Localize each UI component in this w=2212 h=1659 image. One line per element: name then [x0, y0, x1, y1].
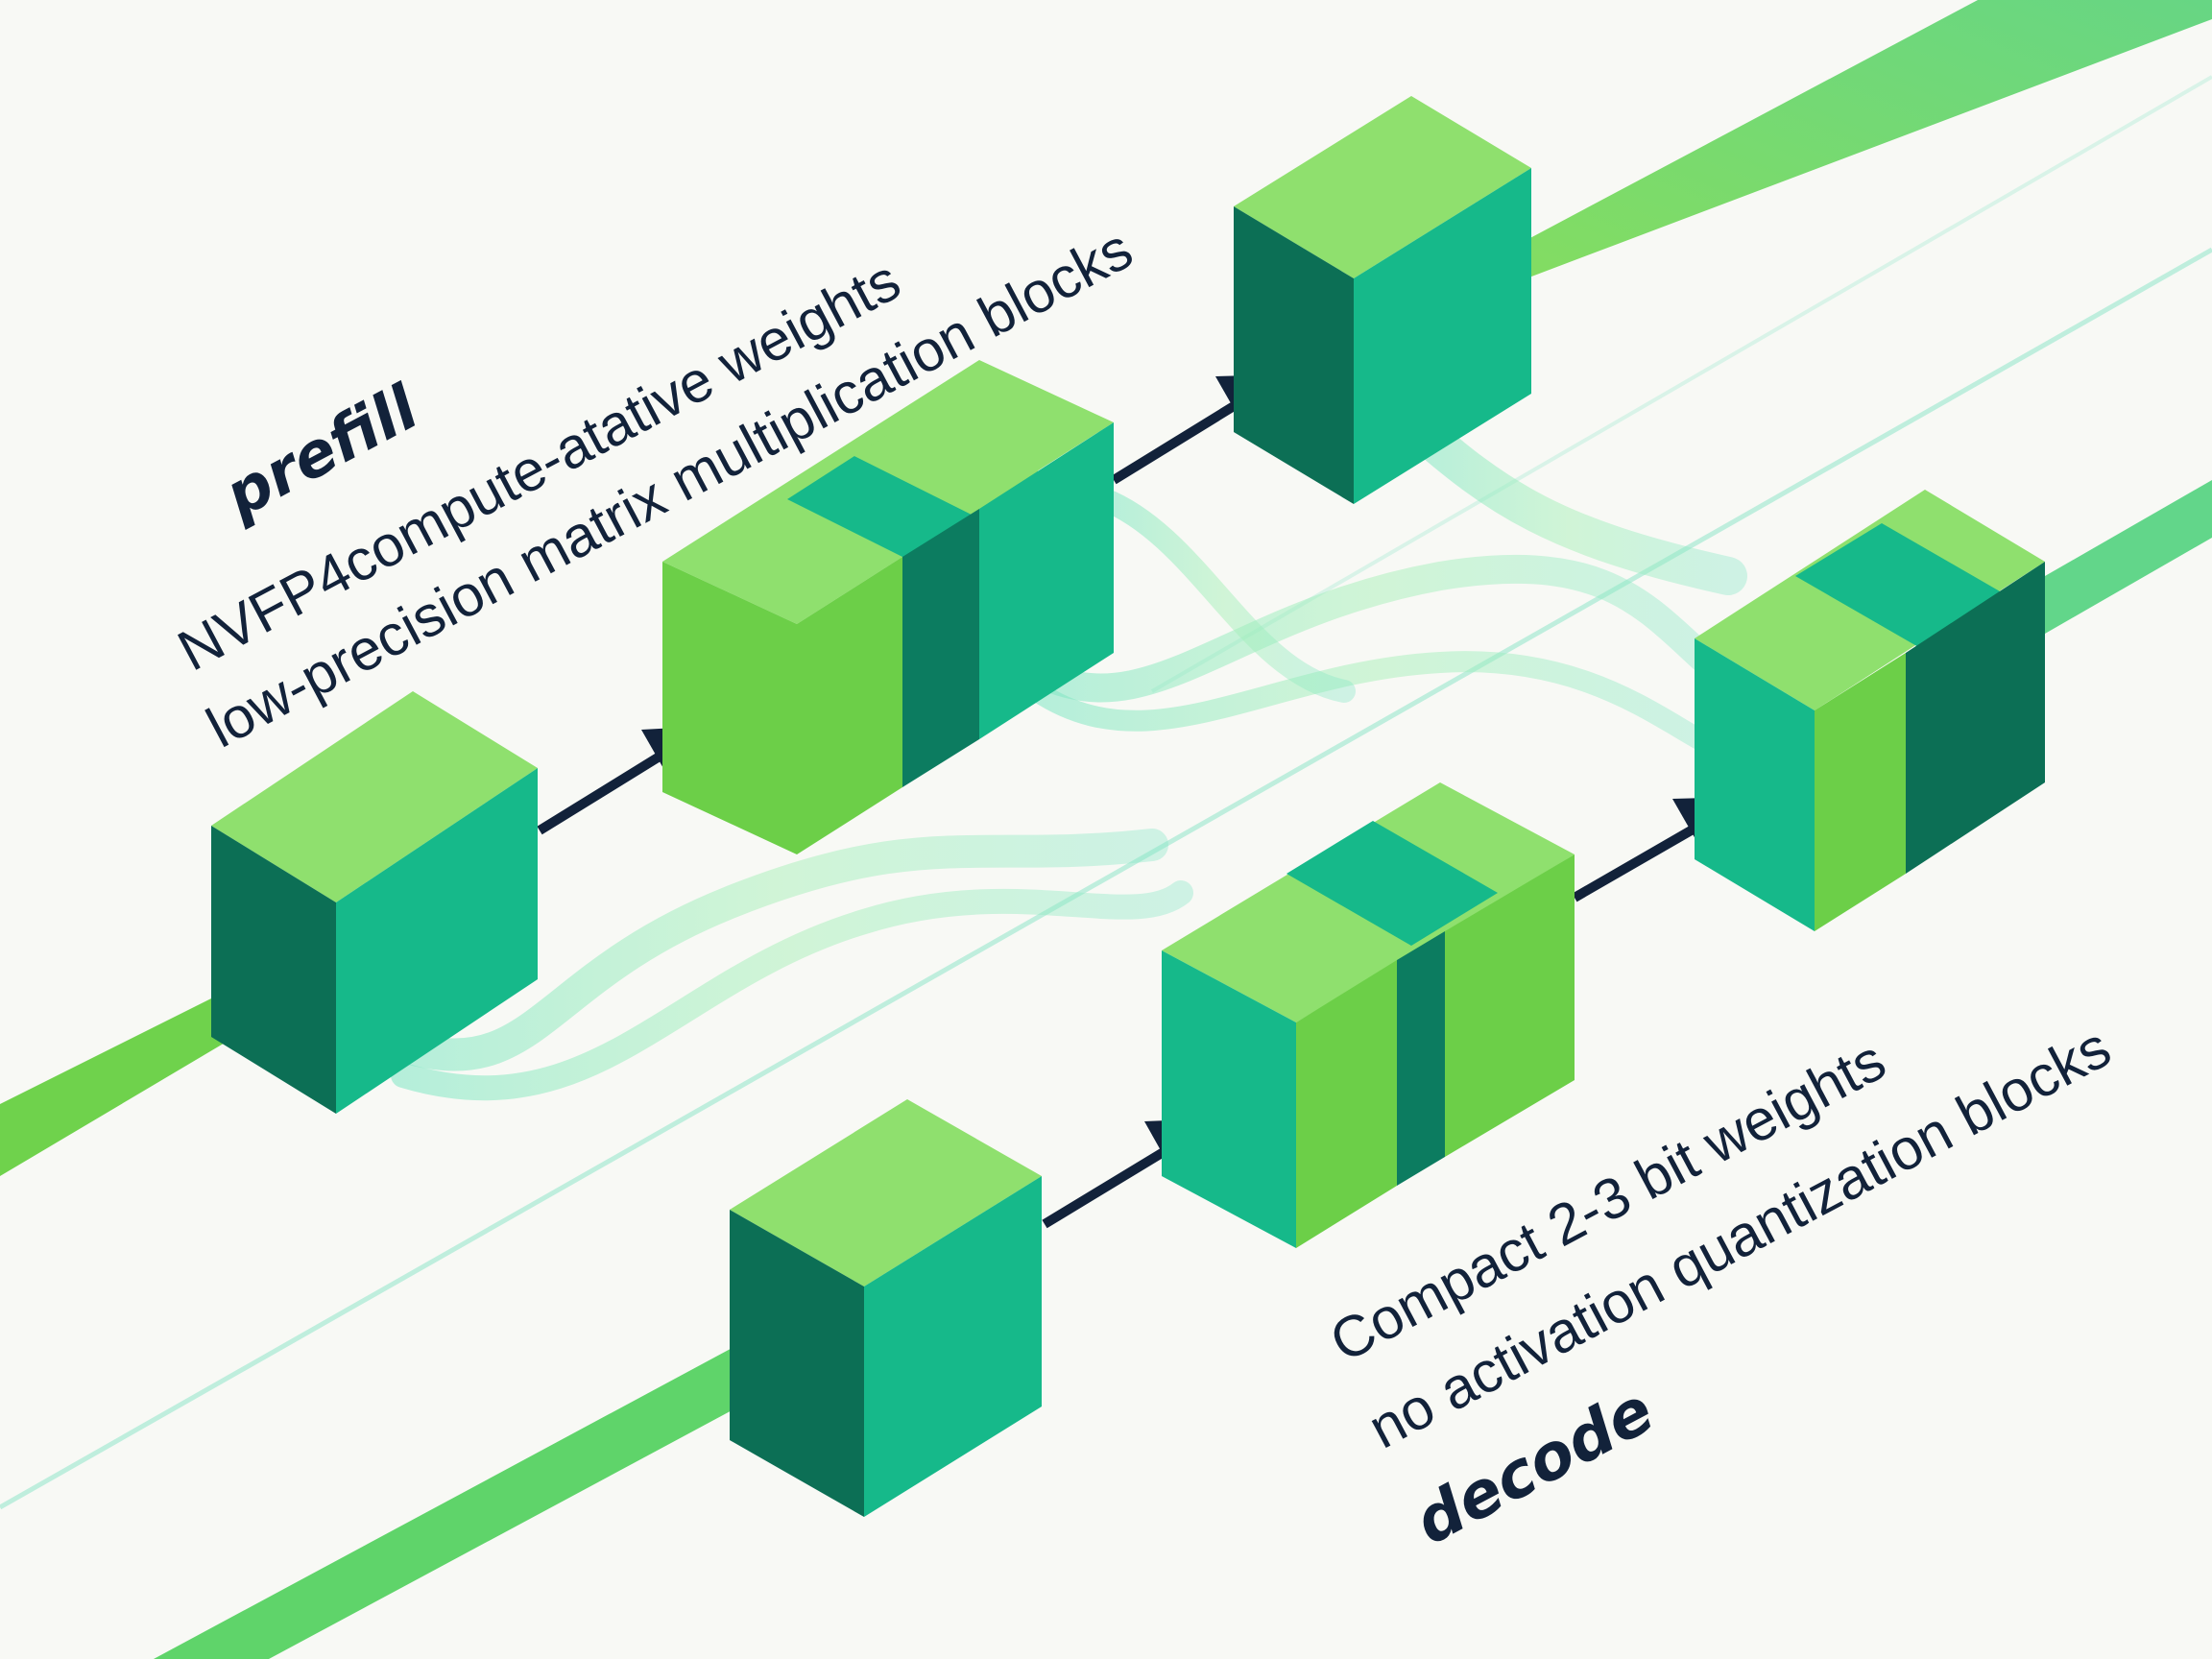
cube-block-icon [730, 1099, 1042, 1517]
cube-block-icon [662, 360, 1114, 854]
data-flow-ribbons [387, 403, 1747, 1101]
background-guide-lines [0, 75, 2212, 1510]
cube-block-icon [211, 691, 538, 1114]
cube-block-icon [1162, 782, 1575, 1248]
cube-block-icon [1695, 490, 2045, 931]
rail-top-right [1527, 0, 2212, 278]
rail-right [2045, 480, 2212, 634]
rail-left-decode [154, 1344, 802, 1659]
cube-block-icon [1234, 96, 1531, 504]
